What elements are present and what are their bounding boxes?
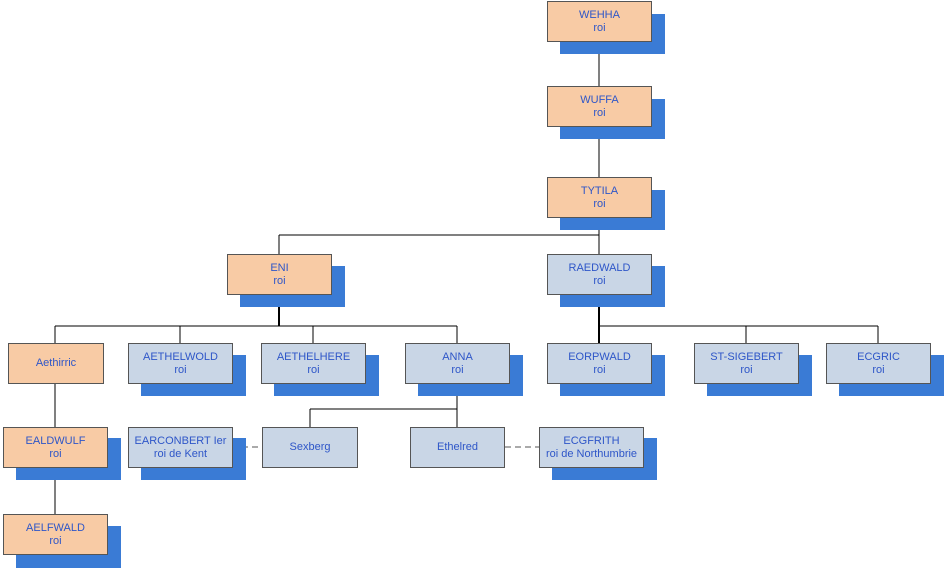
node-tytila[interactable]: TYTILA roi (547, 177, 652, 218)
node-name: EALDWULF (25, 434, 86, 447)
node-aethelwold[interactable]: AETHELWOLD roi (128, 343, 233, 384)
node-name: ECGRIC (857, 350, 900, 363)
node-ecgfrith[interactable]: ECGFRITH roi de Northumbrie (539, 427, 644, 468)
node-aethelhere[interactable]: AETHELHERE roi (261, 343, 366, 384)
node-name: Aethirric (35, 357, 77, 369)
node-title: roi (872, 363, 885, 376)
node-ecgric[interactable]: ECGRIC roi (826, 343, 931, 384)
node-st-sigebert[interactable]: ST-SIGEBERT roi (694, 343, 799, 384)
node-name: WEHHA (579, 8, 620, 21)
node-wehha[interactable]: WEHHA roi (547, 1, 652, 42)
node-name: Ethelred (437, 441, 478, 453)
node-title: roi de Northumbrie (545, 447, 638, 460)
node-name: EARCONBERT Ier (134, 434, 227, 447)
node-name: ST-SIGEBERT (710, 350, 783, 363)
node-title: roi (593, 197, 606, 210)
node-title: roi (593, 274, 606, 287)
node-name: ANNA (442, 350, 473, 363)
node-eorpwald[interactable]: EORPWALD roi (547, 343, 652, 384)
node-wuffa[interactable]: WUFFA roi (547, 86, 652, 127)
node-name: AETHELHERE (276, 350, 351, 363)
node-title: roi (593, 363, 606, 376)
node-title: roi (740, 363, 753, 376)
node-title: roi (593, 21, 606, 34)
node-name: EORPWALD (568, 350, 631, 363)
node-name: WUFFA (580, 93, 619, 106)
node-ealdwulf[interactable]: EALDWULF roi (3, 427, 108, 468)
node-name: RAEDWALD (568, 261, 631, 274)
node-title: roi (49, 534, 62, 547)
node-title: roi (593, 106, 606, 119)
node-name: AELFWALD (26, 521, 85, 534)
node-earconbert[interactable]: EARCONBERT Ier roi de Kent (128, 427, 233, 468)
node-raedwald[interactable]: RAEDWALD roi (547, 254, 652, 295)
node-name: ENI (270, 261, 289, 274)
node-title: roi (273, 274, 286, 287)
node-anna[interactable]: ANNA roi (405, 343, 510, 384)
node-name: AETHELWOLD (143, 350, 218, 363)
node-sexberg[interactable]: Sexberg (262, 427, 358, 468)
node-name: ECGFRITH (563, 434, 620, 447)
node-eni[interactable]: ENI roi (227, 254, 332, 295)
node-title: roi (49, 447, 62, 460)
node-name: TYTILA (580, 184, 619, 197)
node-aelfwald[interactable]: AELFWALD roi (3, 514, 108, 555)
node-title: roi (174, 363, 187, 376)
node-title: roi de Kent (153, 447, 208, 460)
node-title: roi (307, 363, 320, 376)
node-title: roi (451, 363, 464, 376)
node-ethelred[interactable]: Ethelred (410, 427, 505, 468)
node-aethirric[interactable]: Aethirric (8, 343, 104, 384)
node-name: Sexberg (289, 441, 331, 453)
